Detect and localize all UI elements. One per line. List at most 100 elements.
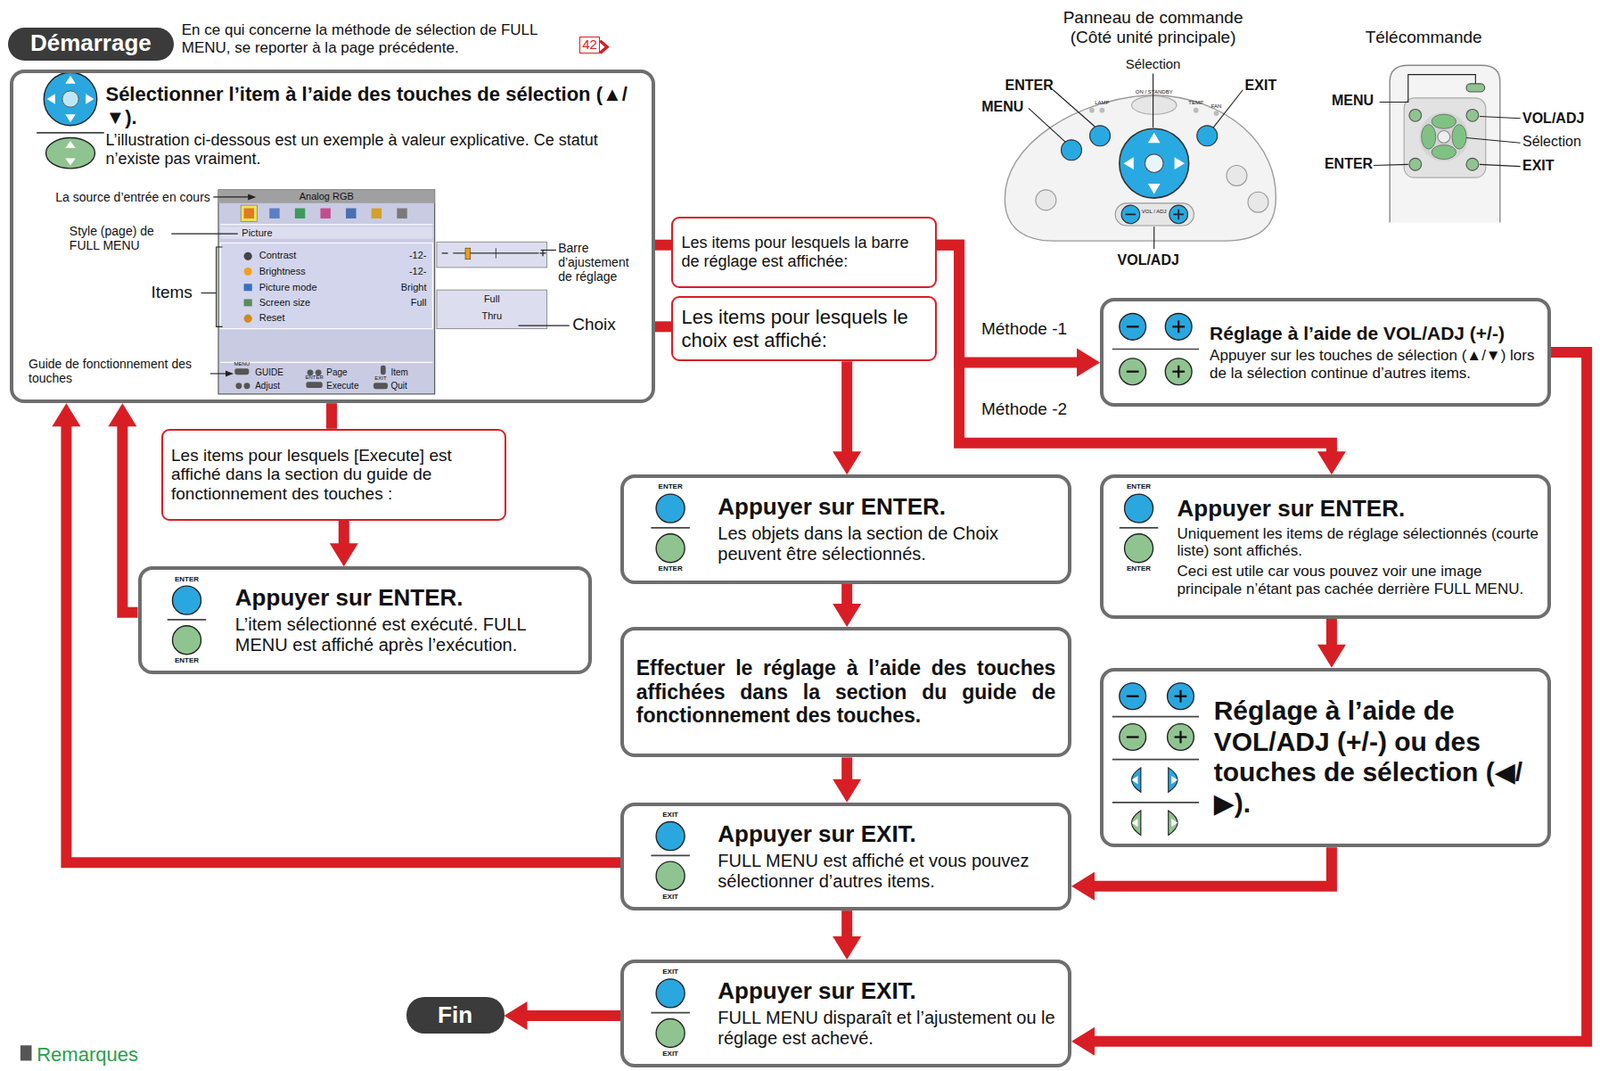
illustration-line — [1466, 138, 1521, 144]
edge-label: Méthode -2 — [979, 399, 1069, 419]
illustration-circle — [244, 252, 253, 261]
terminal-pill: Démarrage — [8, 27, 173, 61]
illustration-rect — [295, 208, 305, 219]
illustration-circle — [1035, 189, 1057, 211]
annotation-label: Bright — [401, 281, 427, 294]
illustration-circle — [656, 533, 685, 563]
illustration-rect — [396, 208, 407, 219]
process-box: Appuyer sur EXIT.FULL MENU disparaît et … — [620, 959, 1072, 1067]
condition-box: Les items pour lesquels la barre de régl… — [671, 216, 937, 288]
flow-arrow — [655, 244, 672, 246]
illustration-circle — [1119, 128, 1190, 198]
annotation-label: Adjust — [254, 380, 280, 392]
terminal-pill: Fin — [406, 996, 505, 1033]
node-text: FULL MENU disparaît et l’ajustement ou l… — [717, 1007, 1058, 1049]
flow-arrow — [329, 520, 359, 567]
arrow-head — [1071, 1026, 1095, 1056]
condition-box: Les items pour lesquels le choix est aff… — [671, 295, 937, 362]
flow-arrow — [832, 756, 862, 802]
flow-arrow — [504, 1001, 622, 1030]
annotation-label: La source d’entrée en cours — [55, 189, 211, 205]
connector-line — [1091, 352, 1587, 1042]
illustration-rect — [380, 365, 386, 375]
node-heading: Réglage à l’aide de VOL/ADJ (+/-) ou des… — [1214, 695, 1540, 819]
process-box: Appuyer sur ENTER.Les objets dans la sec… — [620, 474, 1072, 583]
node-text: L’illustration ci-dessous est un exemple… — [105, 131, 641, 168]
annotation-label: Picture mode — [259, 281, 318, 294]
node-heading: Les items pour lesquels le choix est aff… — [681, 305, 927, 352]
illustration-line — [1112, 348, 1199, 351]
illustration-line — [1112, 801, 1199, 804]
key-caption: EXIT — [374, 375, 386, 382]
illustration-circle — [1144, 154, 1164, 173]
arrow-head — [504, 1001, 528, 1030]
arrow-head — [107, 402, 137, 427]
illustration-line — [1177, 320, 1180, 333]
annotation-label: VOL/ADJ — [1522, 110, 1584, 127]
node-heading: Démarrage — [30, 30, 152, 58]
illustration-circle — [1124, 493, 1154, 523]
illustration-circle — [307, 369, 314, 376]
illustration-ellipse — [1132, 96, 1177, 115]
illustration-circle — [62, 90, 79, 107]
node-text: FULL MENU est affiché et vous pouvez sél… — [717, 850, 1058, 892]
arrow-head — [832, 935, 862, 960]
illustration-circle — [1090, 125, 1111, 147]
illustration-circle — [1169, 205, 1189, 224]
flow-arrow — [832, 583, 862, 627]
process-box: Appuyer sur EXIT.FULL MENU est affiché e… — [620, 802, 1072, 911]
illustration-line — [1213, 90, 1243, 128]
illustration-circle — [1409, 157, 1422, 171]
annotation-label: Execute — [326, 380, 359, 392]
illustration-line — [167, 618, 207, 621]
node-text: Ceci est utile car vous pouvez voir une … — [1176, 562, 1539, 598]
annotation-label: ENTER — [1005, 77, 1054, 94]
flow-arrow — [1071, 352, 1587, 1056]
annotation-label: En ce qui concerne la méthode de sélecti… — [181, 21, 557, 57]
arrow-head — [51, 402, 81, 427]
illustration-circle — [656, 1017, 685, 1047]
node-heading: Effectuer le réglage à l’aide des touche… — [636, 656, 1057, 727]
illustration-rect — [345, 208, 356, 219]
illustration-ellipse — [1431, 145, 1456, 160]
illustration-rect — [234, 368, 249, 375]
annotation-label: Full — [484, 293, 501, 305]
illustration-line — [1112, 758, 1199, 761]
illustration-circle — [1419, 112, 1469, 162]
illustration-path — [1168, 767, 1178, 792]
flow-arrow — [51, 402, 621, 862]
illustration-circle — [656, 493, 685, 523]
illustration-rect — [373, 382, 388, 389]
node-heading: Sélectionner l’item à l’aide des touches… — [105, 82, 641, 129]
annotation-label: Screen size — [259, 296, 311, 309]
illustration-rect — [218, 189, 435, 394]
process-box: Réglage à l’aide de VOL/ADJ (+/-)Appuyer… — [1099, 297, 1551, 406]
illustration-path — [1173, 209, 1183, 220]
illustration-circle — [656, 861, 685, 890]
illustration-circle — [1193, 107, 1199, 114]
node-heading: Appuyer sur ENTER. — [235, 584, 579, 612]
illustration-circle — [1167, 682, 1195, 710]
key-caption: ENTER — [658, 564, 683, 573]
key-caption: LAMP — [1094, 99, 1109, 107]
illustration-line — [1126, 735, 1140, 738]
illustration-line — [171, 233, 238, 235]
node-heading: Appuyer sur EXIT. — [717, 820, 1058, 848]
edge-label: Méthode -1 — [979, 319, 1069, 339]
illustration-line — [650, 1011, 690, 1014]
illustration-rect — [436, 289, 548, 329]
illustration-rect — [1403, 98, 1486, 178]
illustration-line — [1153, 226, 1155, 249]
illustration-line — [36, 131, 105, 134]
annotation-label: 42 — [579, 36, 600, 54]
illustration-rect — [220, 242, 433, 329]
annotation-label: Barre d’ajustement de réglage — [557, 240, 643, 284]
illustration-line — [1126, 695, 1140, 698]
illustration-circle — [1437, 131, 1451, 144]
key-caption: EXIT — [662, 892, 679, 901]
illustration-line — [1028, 107, 1066, 142]
illustration-circle — [1466, 108, 1479, 122]
illustration-path — [225, 370, 234, 378]
process-box: Réglage à l’aide de VOL/ADJ (+/-) ou des… — [1099, 667, 1551, 847]
